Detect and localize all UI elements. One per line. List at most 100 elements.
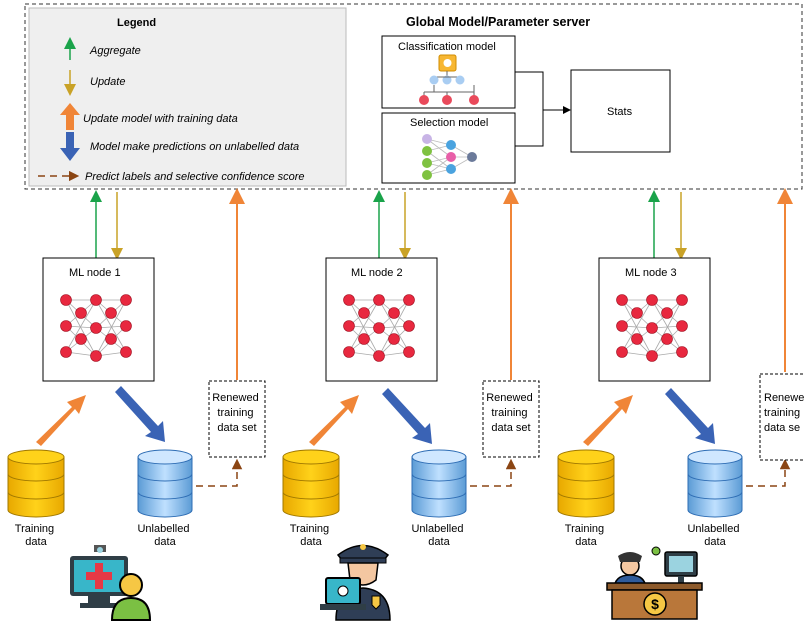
legend-update-label: Update [90,76,125,88]
training-database-icon [7,449,65,518]
police-officer-icon [320,544,391,621]
selection-model-box: Selection model [381,112,516,184]
neuron-node [631,333,643,345]
training-database-icon [557,449,615,518]
renewed-box [759,373,804,461]
doctor-computer-icon [70,545,152,621]
neuron-node [646,350,658,362]
neuron-node [373,294,385,306]
unlabelled-label: Unlabelled data [687,523,742,548]
unlabelled-database-icon [687,449,743,518]
neuron-node [343,346,355,358]
neuron-node [388,333,400,345]
neuron-node [676,294,688,306]
server-boundary [24,3,803,190]
training-database-icon [282,449,340,518]
renewed-label: Renewed training data set [212,392,262,434]
train-arrow-icon [309,395,359,446]
training-label: Training data [15,523,57,548]
unlabelled-database-icon [137,449,193,518]
training-label: Training data [565,523,607,548]
neuron-node [120,346,132,358]
classification-model-box: Classification model [381,35,516,109]
classification-model-label: Classification model [398,41,496,53]
train-arrow-icon [36,395,86,446]
neural-network-icon [343,294,415,362]
neuron-node [646,322,658,334]
neuron-node [403,346,415,358]
selective-arrow [196,458,243,487]
neuron-node [616,346,628,358]
neuron-node [120,320,132,332]
node-cluster-2: ML node 2 Training data Unlabelled data … [282,188,540,621]
legend-predict-arrow-icon [60,132,80,161]
node-cluster-3: ML node 3 Training data Unlabelled data … [557,188,804,620]
legend-panel: Legend Aggregate Update Update model wit… [28,7,347,187]
selective-arrow [746,458,791,487]
neuron-node [358,307,370,319]
neuron-node [388,307,400,319]
legend-aggregate-label: Aggregate [89,45,141,57]
neuron-node [60,320,72,332]
neuron-node [90,322,102,334]
neuron-node [373,350,385,362]
neuron-node [90,294,102,306]
neuron-node [616,294,628,306]
neuron-node [60,346,72,358]
neuron-node [661,333,673,345]
predict-arrow-icon [115,386,165,442]
neural-network-icon [60,294,132,362]
neuron-node [343,320,355,332]
neuron-node [105,333,117,345]
training-label: Training data [290,523,332,548]
renewed-label: Renewe training data se [764,392,804,434]
stats-connector [515,71,571,147]
selective-arrow [470,458,517,487]
legend-predict-label: Model make predictions on unlabelled dat… [90,141,299,153]
neuron-node [616,320,628,332]
neuron-node [403,294,415,306]
legend-update-model-arrow-icon [60,103,80,130]
renewed-box [482,380,540,458]
ml-node-label: ML node 3 [625,267,677,279]
neuron-node [343,294,355,306]
ml-node-label: ML node 2 [351,267,403,279]
neural-network-icon [422,134,477,180]
neuron-node [120,294,132,306]
neuron-node [631,307,643,319]
neuron-node [75,307,87,319]
neuron-node [60,294,72,306]
train-arrow-icon [583,395,633,446]
svg-text:$: $ [651,596,659,612]
legend-update-model-label: Update model with training data [83,113,238,125]
stats-box: Stats [570,69,671,153]
neuron-node [676,320,688,332]
neuron-node [105,307,117,319]
selection-model-label: Selection model [410,117,488,129]
banker-desk-icon: $ [606,546,703,620]
unlabelled-label: Unlabelled data [411,523,466,548]
renewed-box [208,380,266,458]
neuron-node [646,294,658,306]
server-title: Global Model/Parameter server [406,15,590,29]
predict-arrow-icon [665,388,715,444]
legend-title: Legend [117,17,156,29]
ml-node-label: ML node 1 [69,267,121,279]
legend-selective-label: Predict labels and selective confidence … [85,171,305,183]
node-cluster-1: ML node 1 Training data Unlabelled data … [7,188,266,621]
neuron-node [75,333,87,345]
unlabelled-label: Unlabelled data [137,523,192,548]
neuron-node [358,333,370,345]
unlabelled-database-icon [411,449,467,518]
neuron-node [661,307,673,319]
renewed-label: Renewed training data set [486,392,536,434]
neural-network-icon [616,294,688,362]
neuron-node [373,322,385,334]
neuron-node [90,350,102,362]
decision-tree-icon [419,54,479,105]
neuron-node [403,320,415,332]
stats-label: Stats [607,106,633,118]
predict-arrow-icon [382,388,432,444]
neuron-node [676,346,688,358]
